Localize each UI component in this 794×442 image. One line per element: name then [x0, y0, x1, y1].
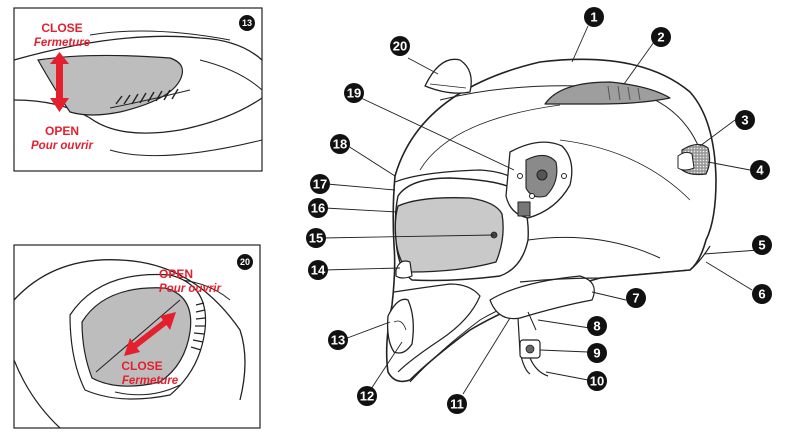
callout-19: 19	[344, 83, 364, 103]
inset-number-13: 13	[242, 18, 252, 28]
top-close-label: CLOSE	[121, 359, 162, 373]
callout-8: 8	[587, 316, 607, 336]
svg-text:12: 12	[360, 389, 374, 404]
svg-text:15: 15	[309, 231, 323, 246]
callout-11: 11	[447, 394, 467, 414]
svg-text:18: 18	[333, 137, 347, 152]
svg-text:1: 1	[590, 10, 597, 25]
top-vent-slots	[190, 302, 206, 351]
callout-2: 2	[651, 27, 671, 47]
visor	[394, 197, 504, 273]
svg-text:6: 6	[758, 287, 765, 302]
svg-text:16: 16	[311, 201, 325, 216]
svg-text:7: 7	[632, 291, 639, 306]
svg-text:2: 2	[657, 30, 664, 45]
svg-text:11: 11	[450, 397, 464, 412]
svg-text:8: 8	[593, 319, 600, 334]
chin-vent	[386, 298, 414, 354]
callout-1: 1	[584, 7, 604, 27]
top-rear-vent	[544, 81, 671, 105]
svg-text:20: 20	[393, 39, 407, 54]
svg-text:14: 14	[311, 263, 326, 278]
front-open-label: OPEN	[45, 124, 79, 138]
front-vent-arrow	[50, 52, 69, 112]
callout-9: 9	[587, 343, 607, 363]
inset-front-vent: CLOSE Fermeture OPEN Pour ouvrir 13	[13, 7, 263, 172]
svg-text:5: 5	[758, 238, 765, 253]
svg-text:9: 9	[593, 346, 600, 361]
top-open-label: OPEN	[159, 267, 193, 281]
callout-18: 18	[330, 134, 350, 154]
callout-10: 10	[587, 371, 607, 391]
front-close-label-fr: Fermeture	[34, 37, 91, 49]
svg-text:10: 10	[590, 374, 604, 389]
svg-text:3: 3	[741, 113, 748, 128]
callout-16: 16	[308, 198, 328, 218]
callout-6: 6	[752, 284, 772, 304]
leader-lines	[321, 25, 760, 395]
svg-text:4: 4	[756, 163, 764, 178]
top-vent-arrow	[124, 312, 176, 356]
callout-bubbles: 1 2 3 4 5 6 7 8 9 10 11 12 13 14 15 16 1…	[306, 7, 772, 414]
inset-number-20: 20	[240, 257, 250, 267]
top-close-label-fr: Fermeture	[122, 375, 179, 387]
callout-3: 3	[735, 110, 755, 130]
helmet-illustration	[385, 58, 717, 383]
inset-top-vent: OPEN Pour ouvrir CLOSE Fermeture 20	[13, 244, 261, 429]
svg-text:19: 19	[347, 86, 361, 101]
front-open-label-fr: Pour ouvrir	[31, 140, 94, 152]
top-open-label-fr: Pour ouvrir	[159, 283, 222, 295]
callout-5: 5	[752, 235, 772, 255]
callout-13: 13	[328, 330, 348, 350]
svg-text:13: 13	[331, 333, 345, 348]
callout-20: 20	[390, 36, 410, 56]
callout-15: 15	[306, 228, 326, 248]
front-close-label: CLOSE	[41, 21, 82, 35]
svg-text:17: 17	[313, 177, 327, 192]
callout-14: 14	[308, 260, 328, 280]
callout-7: 7	[626, 288, 646, 308]
callout-4: 4	[750, 160, 770, 180]
callout-12: 12	[357, 386, 377, 406]
callout-17: 17	[310, 174, 330, 194]
